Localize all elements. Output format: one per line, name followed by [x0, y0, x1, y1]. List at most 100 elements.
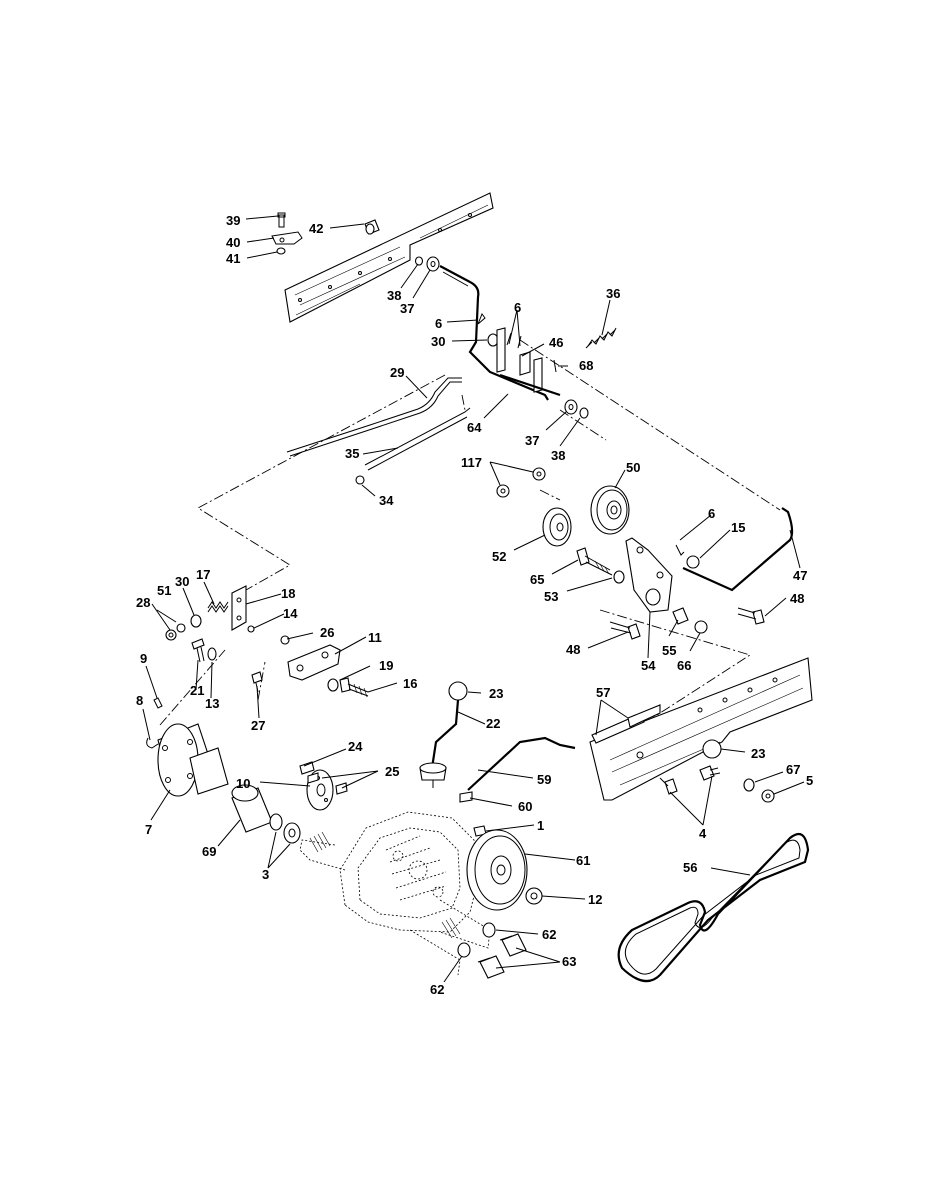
washer-38-lower — [579, 407, 589, 419]
label-48-right: 48 — [790, 591, 804, 606]
label-46: 46 — [549, 335, 563, 350]
label-19: 19 — [379, 658, 393, 673]
label-50: 50 — [626, 460, 640, 475]
label-67: 67 — [786, 762, 800, 777]
label-54: 54 — [641, 658, 656, 673]
label-38-lower: 38 — [551, 448, 565, 463]
label-18: 18 — [281, 586, 295, 601]
label-12: 12 — [588, 892, 602, 907]
upper-frame-rail — [284, 192, 494, 323]
bushing-42 — [364, 219, 380, 235]
label-21: 21 — [190, 683, 204, 698]
label-52: 52 — [492, 549, 506, 564]
label-68: 68 — [579, 358, 593, 373]
rod-64 — [499, 373, 561, 397]
pulley-50 — [590, 485, 630, 535]
label-38-upper: 38 — [387, 288, 401, 303]
label-57: 57 — [596, 685, 610, 700]
label-6-upper-left: 6 — [435, 316, 442, 331]
assembly-lines — [159, 339, 781, 756]
label-15: 15 — [731, 520, 745, 535]
spring-17 — [207, 601, 229, 613]
nut-34 — [355, 475, 365, 485]
bolt-48-left — [609, 621, 641, 640]
washer-62-upper — [482, 922, 496, 938]
label-27: 27 — [251, 718, 265, 733]
washer-38-upper — [414, 256, 424, 266]
label-63: 63 — [562, 954, 576, 969]
nut-117-b — [496, 484, 510, 498]
nut-26 — [280, 635, 290, 645]
label-11: 11 — [368, 630, 382, 645]
lift-shaft — [439, 265, 549, 401]
hub-7 — [157, 723, 229, 797]
label-13: 13 — [205, 696, 219, 711]
label-41: 41 — [226, 251, 240, 266]
label-47: 47 — [793, 568, 807, 583]
label-14: 14 — [283, 606, 298, 621]
label-62-lower: 62 — [430, 982, 444, 997]
spacer-55 — [672, 607, 689, 625]
nut-5 — [761, 789, 775, 803]
label-60: 60 — [518, 799, 532, 814]
label-61: 61 — [576, 853, 590, 868]
bracket-46 — [496, 327, 543, 393]
nut-51 — [176, 623, 186, 633]
label-64: 64 — [467, 420, 482, 435]
label-30-upper: 30 — [431, 334, 445, 349]
label-8: 8 — [136, 693, 143, 708]
label-17: 17 — [196, 567, 210, 582]
label-1: 1 — [537, 818, 544, 833]
spacer-69 — [231, 784, 273, 833]
nut-12 — [525, 887, 543, 905]
bracket-18 — [231, 585, 247, 631]
washer-37-lower — [564, 399, 578, 415]
label-24: 24 — [348, 739, 363, 754]
pulley-52 — [542, 507, 572, 547]
washer-15 — [686, 555, 700, 569]
label-34: 34 — [379, 493, 394, 508]
washer-13 — [207, 647, 217, 661]
label-29: 29 — [390, 365, 404, 380]
knob-23-left — [448, 681, 468, 701]
bolt-16 — [339, 677, 369, 698]
pulley-61 — [466, 829, 528, 911]
label-16: 16 — [403, 676, 417, 691]
label-59: 59 — [537, 772, 551, 787]
label-65: 65 — [530, 572, 544, 587]
cotter-pin-6-upper — [477, 312, 486, 325]
knob-23-right — [702, 739, 722, 759]
bolt-48-right — [737, 607, 765, 625]
bushing-19 — [327, 678, 339, 692]
washer-37-upper — [426, 256, 440, 272]
key-24 — [299, 761, 315, 775]
spring-36 — [585, 327, 617, 349]
label-6-right: 6 — [708, 506, 715, 521]
clip-9 — [146, 737, 159, 749]
label-117: 117 — [461, 455, 482, 470]
bracket-57 — [591, 704, 661, 744]
label-9: 9 — [140, 651, 147, 666]
label-62-upper: 62 — [542, 927, 556, 942]
label-40: 40 — [226, 235, 240, 250]
cotter-pin-6-right — [675, 544, 685, 556]
label-30-left: 30 — [175, 574, 189, 589]
bolt-63-upper — [499, 933, 527, 957]
nut-28 — [165, 629, 177, 641]
label-26: 26 — [320, 625, 334, 640]
label-69: 69 — [202, 844, 216, 859]
label-37-lower: 37 — [525, 433, 539, 448]
bolt-39 — [277, 212, 286, 228]
bolt-63-lower — [477, 955, 505, 979]
label-36: 36 — [606, 286, 620, 301]
washer-53 — [613, 570, 625, 584]
label-56: 56 — [683, 860, 697, 875]
part-labels: 39 40 41 42 38 37 6 30 6 46 36 68 29 64 … — [136, 213, 813, 997]
bolt-8 — [153, 697, 163, 709]
pin-14 — [247, 625, 255, 633]
label-37-upper: 37 — [400, 301, 414, 316]
label-42: 42 — [309, 221, 323, 236]
label-28: 28 — [136, 595, 150, 610]
shift-lever-22 — [419, 699, 460, 788]
washer-66 — [694, 620, 708, 634]
